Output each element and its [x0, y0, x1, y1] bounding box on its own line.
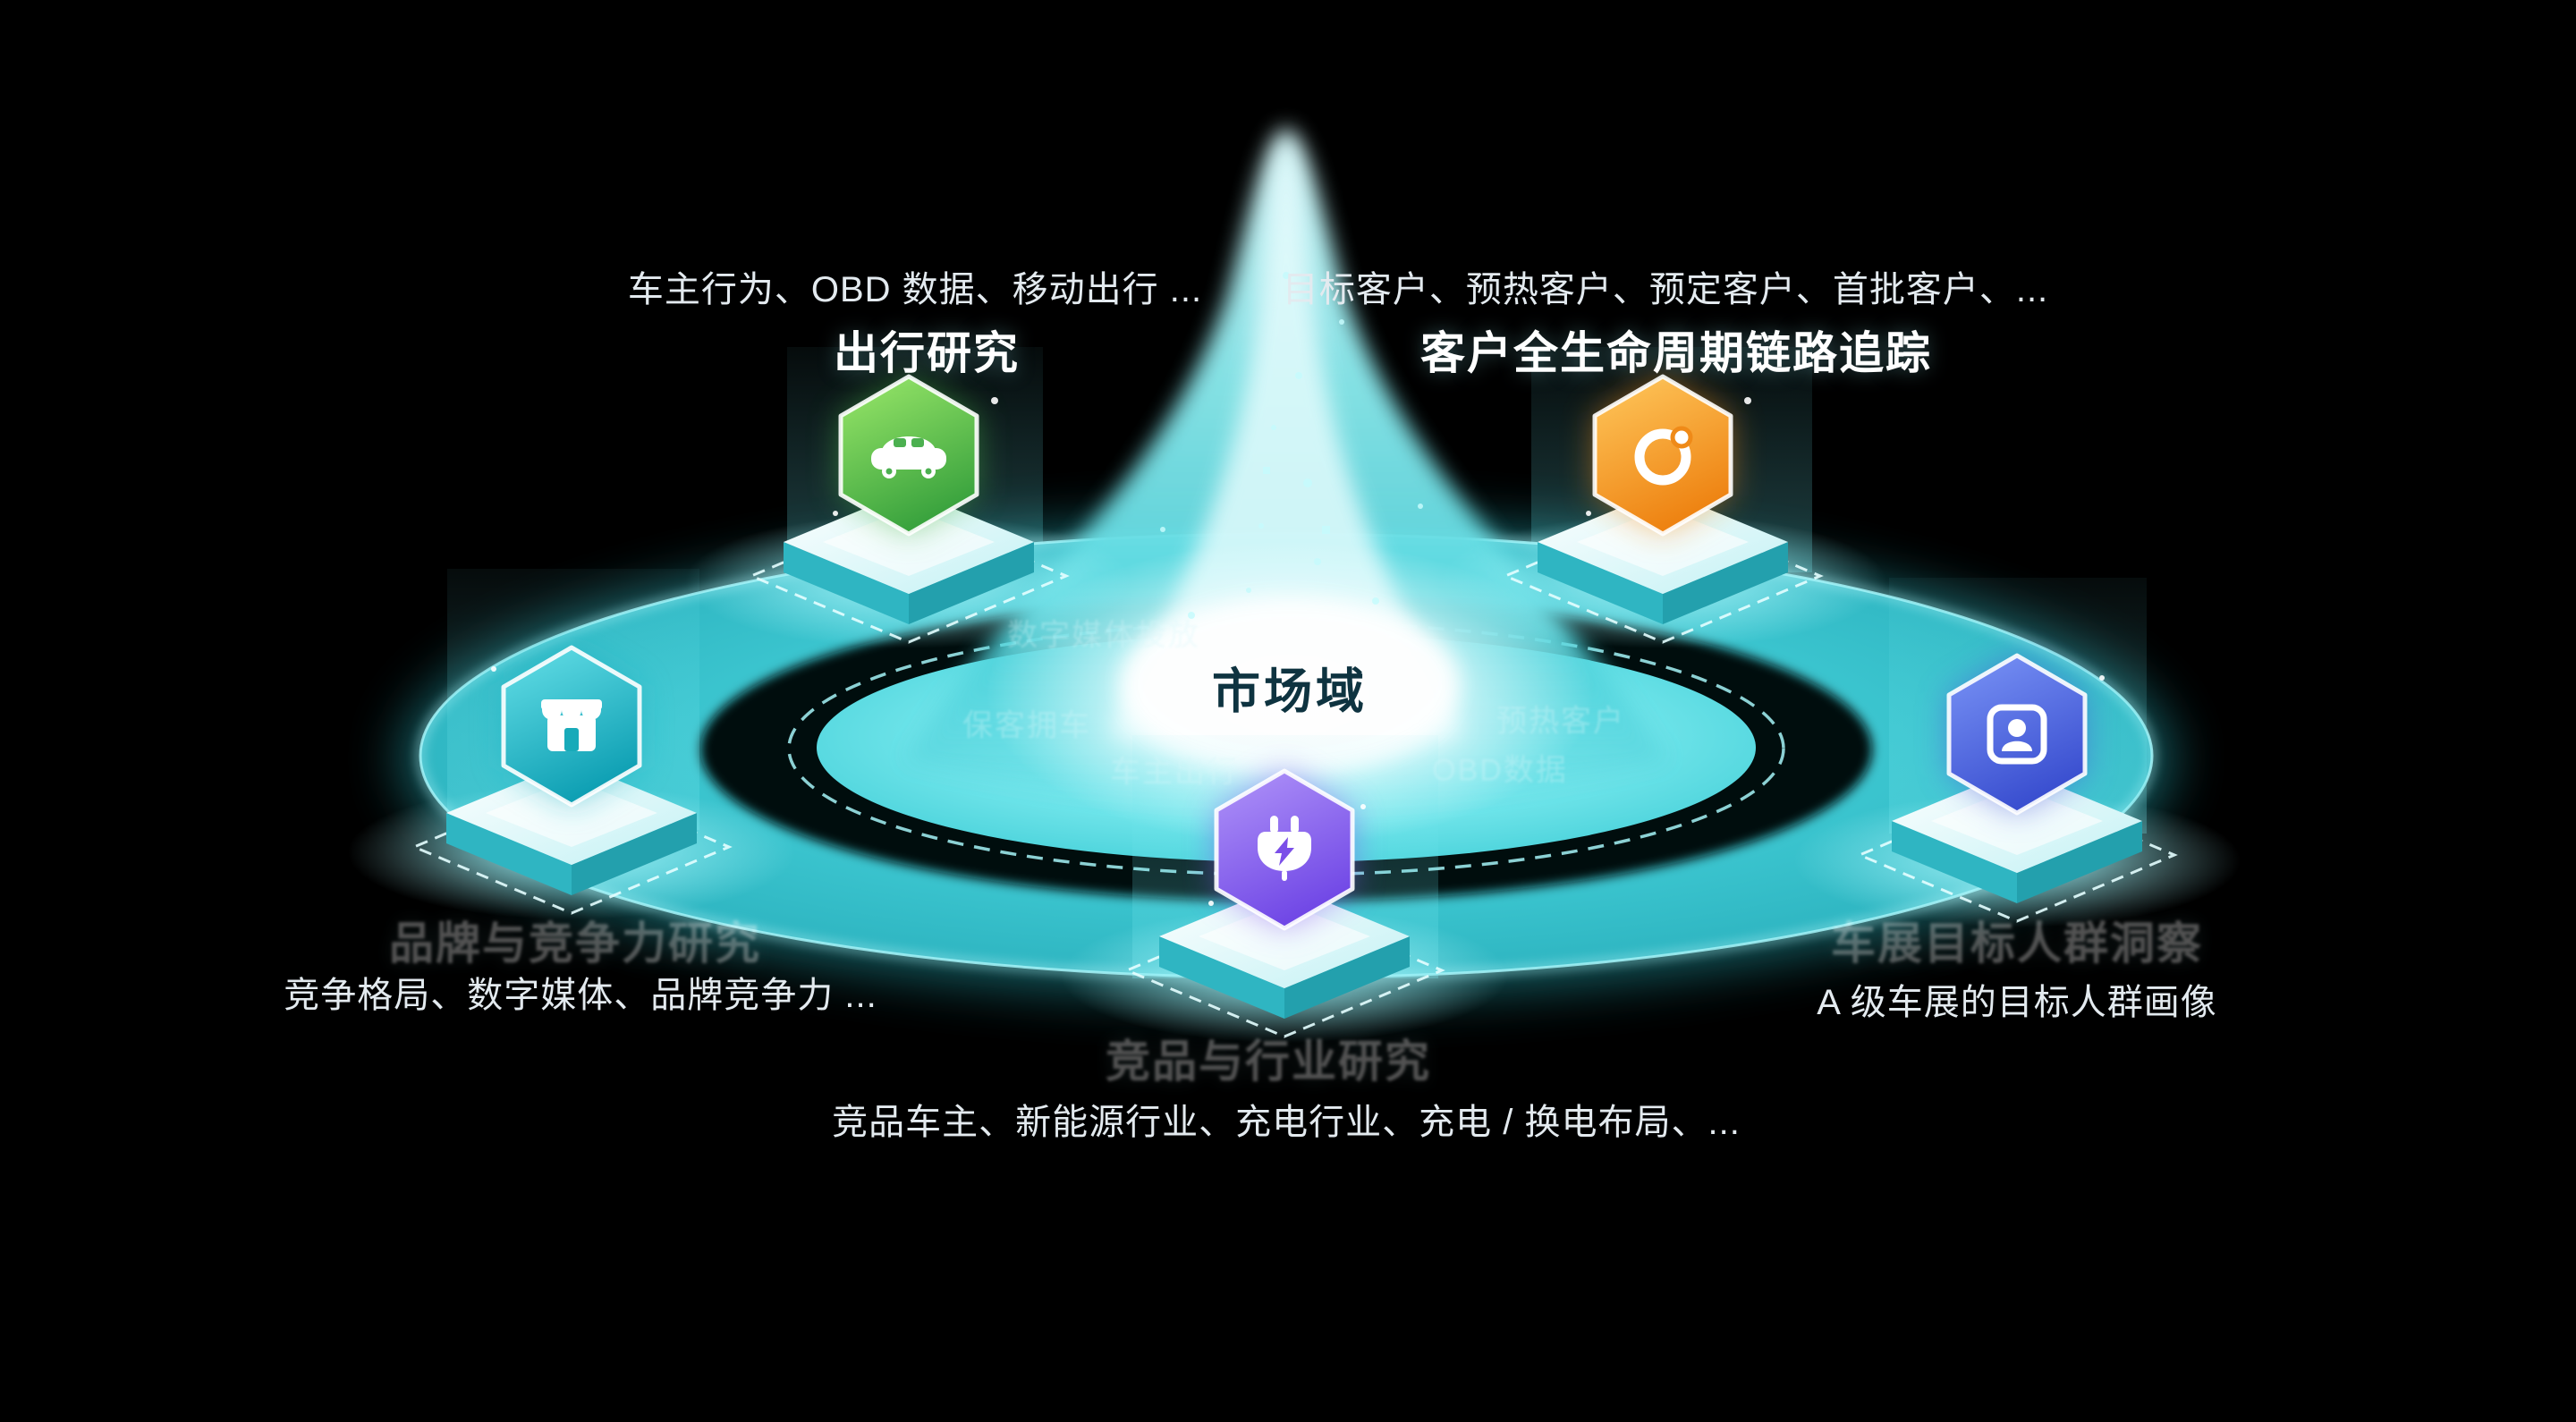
dashed-ring — [787, 621, 1785, 876]
industry-research-description: 竞品车主、新能源行业、充电行业、充电 / 换电布局、... — [832, 1103, 1741, 1142]
orbit-icon — [1634, 426, 1693, 486]
audience-profile-description: A 级车展的目标人群画像 — [1817, 983, 2217, 1022]
platform-top-inner — [1199, 902, 1370, 970]
customer-lifecycle-description: 目标客户、预热客户、预定客户、首批客户、... — [1282, 270, 2049, 309]
center-glow-inner — [1120, 597, 1460, 772]
car-icon — [871, 436, 946, 478]
node-industry-research — [1061, 768, 1508, 1043]
platform-side — [446, 813, 572, 895]
charging-plug-icon — [1258, 816, 1311, 881]
sparkles — [491, 397, 2105, 906]
platform-top-inner — [486, 779, 657, 847]
node-brand-competitiveness — [348, 645, 795, 919]
platform-side — [1284, 936, 1410, 1019]
ring-label-digital-media: 数字媒体投放 — [1007, 618, 1200, 653]
travel-research-heading: 出行研究 — [834, 328, 1020, 378]
customer-lifecycle-heading: 客户全生命周期链路追踪 — [1420, 328, 1932, 378]
platform-side — [572, 813, 697, 895]
node-travel-research — [685, 374, 1132, 648]
audience-profile-heading: 车展目标人群洞察 — [1831, 918, 2203, 969]
platform-top-inner — [1931, 787, 2103, 855]
travel-research-description: 车主行为、OBD 数据、移动出行 ... — [627, 270, 1203, 309]
node-customer-lifecycle — [1439, 374, 1886, 648]
platform-side — [1159, 936, 1284, 1019]
platform-top-inner — [1577, 508, 1749, 576]
platform-side — [1892, 821, 2017, 903]
center-label: 市场域 — [1212, 664, 1368, 719]
particles — [1160, 272, 1423, 619]
platform-side — [909, 542, 1034, 624]
ring-label-obd-data: OBD数据 — [1432, 753, 1568, 788]
node-audience-profile — [1793, 653, 2241, 927]
platform-side — [784, 542, 909, 624]
brand-competitiveness-description: 竞争格局、数字媒体、品牌竞争力 ... — [284, 976, 877, 1015]
hexagon-orange — [1592, 374, 1733, 537]
platform-side — [1663, 542, 1788, 624]
brand-competitiveness-heading: 品牌与竞争力研究 — [389, 918, 761, 969]
platform-top-inner — [823, 508, 995, 576]
ring-label-owner-travel: 车主出行 — [1110, 755, 1239, 790]
ring-label-owner-retention: 保客拥车 — [962, 708, 1091, 743]
industry-research-heading: 竞品与行业研究 — [1106, 1037, 1431, 1087]
ring-label-warm-customers: 预热客户 — [1496, 704, 1625, 739]
person-card-icon — [1987, 704, 2047, 765]
store-icon — [541, 699, 602, 751]
platform-side — [2017, 821, 2142, 903]
platform-side — [1538, 542, 1663, 624]
